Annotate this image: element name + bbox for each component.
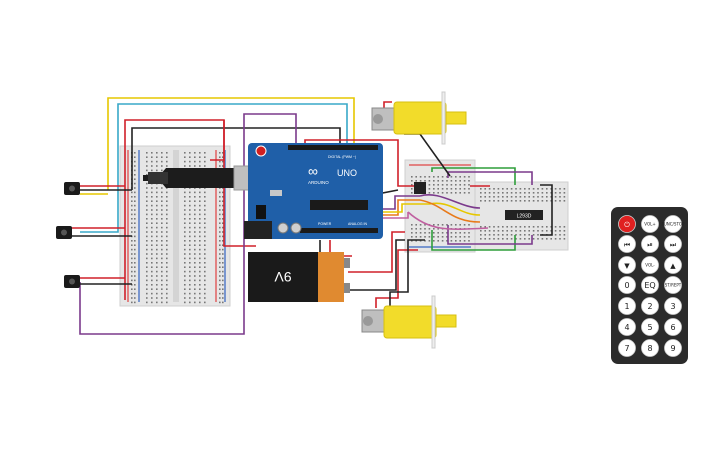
arduino-logo: ∞ — [308, 163, 318, 179]
digit-6-label: 6 — [670, 323, 675, 332]
arduino-uno: ∞ ARDUINO UNO DIGITAL (PWM ~) POWER ANAL… — [143, 143, 383, 239]
digit-9-label: 9 — [670, 344, 675, 353]
func-stop-label: FUNC/STOP — [662, 222, 685, 227]
digit-5-button[interactable]: 5 — [641, 318, 659, 336]
wire-purple-curve — [419, 194, 481, 209]
eq-label: EQ — [644, 281, 655, 290]
wire-purple-bottom — [447, 225, 533, 245]
st-rept-label: ST/REPT — [665, 283, 682, 288]
digit-7-label: 7 — [624, 344, 629, 353]
down-button[interactable]: ▼ — [618, 256, 636, 274]
dc-motor-1 — [371, 91, 467, 145]
battery-label: 9V — [274, 269, 292, 285]
func-stop-button[interactable]: FUNC/STOP — [662, 215, 685, 233]
digit-9-button[interactable]: 9 — [664, 339, 682, 357]
reset-button[interactable] — [255, 145, 267, 157]
play-pause-icon: ⏯ — [647, 241, 653, 249]
arduino-power-label: POWER — [318, 222, 332, 226]
vol-down-button[interactable]: VOL- — [641, 256, 659, 274]
digit-2-button[interactable]: 2 — [641, 297, 659, 315]
digit-4-button[interactable]: 4 — [618, 318, 636, 336]
digit-6-button[interactable]: 6 — [664, 318, 682, 336]
arduino-model: UNO — [337, 168, 357, 178]
wire-yellow — [107, 97, 355, 190]
wire-red-power — [210, 120, 225, 161]
rewind-button[interactable]: ⏮ — [618, 235, 636, 253]
wire-battery-red — [348, 231, 405, 273]
wire-orange-curve — [419, 199, 481, 223]
wire-green-bottom — [431, 230, 516, 251]
digit-0-button[interactable]: 0 — [618, 276, 636, 294]
battery-9v: 9V — [248, 252, 350, 302]
chip-label: L293D — [517, 214, 532, 220]
wire-green-top — [431, 167, 516, 185]
ir-sensor-2 — [56, 226, 72, 239]
digit-1-button[interactable]: 1 — [618, 297, 636, 315]
digit-1-label: 1 — [624, 302, 629, 311]
digit-3-label: 3 — [670, 302, 675, 311]
power-icon: ⏻ — [624, 221, 630, 229]
ir-sensor-3 — [64, 275, 80, 288]
digit-2-label: 2 — [647, 302, 652, 311]
vol-down-label: VOL- — [645, 263, 655, 268]
digit-0-label: 0 — [624, 281, 629, 290]
digit-8-label: 8 — [647, 344, 652, 353]
up-button[interactable]: ▲ — [664, 256, 682, 274]
wire-motor2-black — [389, 239, 425, 308]
wire-cyan — [80, 103, 348, 233]
wire-purple-top — [447, 171, 533, 185]
wire-motor2-red — [375, 249, 418, 308]
digit-3-button[interactable]: 3 — [664, 297, 682, 315]
arduino-board — [248, 143, 383, 239]
regulator — [414, 182, 426, 194]
play-pause-button[interactable]: ⏯ — [641, 235, 659, 253]
down-arrow-icon: ▼ — [624, 262, 630, 270]
digit-4-label: 4 — [624, 323, 629, 332]
dc-motor-2 — [361, 295, 457, 349]
ir-remote: ⏻ VOL+ FUNC/STOP ⏮ ⏯ ⏭ ▼ VOL- ▲ 0 EQ ST/REPT 1 2 3 4 5 6 7… — [611, 207, 688, 364]
rewind-icon: ⏮ — [624, 241, 630, 249]
right-breadboard — [404, 159, 569, 253]
wire-yellow-curve — [429, 202, 481, 216]
ir-sensor-1 — [64, 182, 80, 195]
vol-up-button[interactable]: VOL+ — [641, 215, 659, 233]
arduino-digital-label: DIGITAL (PWM ~) — [328, 155, 356, 159]
fast-forward-button[interactable]: ⏭ — [664, 235, 682, 253]
wire-pink-curve — [407, 211, 489, 231]
eq-button[interactable]: EQ — [641, 276, 659, 294]
up-arrow-icon: ▲ — [670, 262, 676, 270]
arduino-brand: ARDUINO — [308, 180, 329, 185]
wire-battery-black — [348, 239, 405, 291]
wire-black-right — [540, 184, 553, 236]
st-rept-button[interactable]: ST/REPT — [664, 276, 682, 294]
fast-forward-icon: ⏭ — [670, 241, 677, 249]
digit-7-button[interactable]: 7 — [618, 339, 636, 357]
vol-up-label: VOL+ — [644, 222, 655, 227]
digit-8-button[interactable]: 8 — [641, 339, 659, 357]
arduino-analog-label: ANALOG IN — [348, 222, 368, 226]
wire-red-a — [304, 139, 418, 187]
l293d-chip: L293D — [505, 210, 543, 220]
digit-5-label: 5 — [647, 323, 652, 332]
power-button[interactable]: ⏻ — [618, 215, 636, 233]
wire-black — [131, 127, 341, 190]
